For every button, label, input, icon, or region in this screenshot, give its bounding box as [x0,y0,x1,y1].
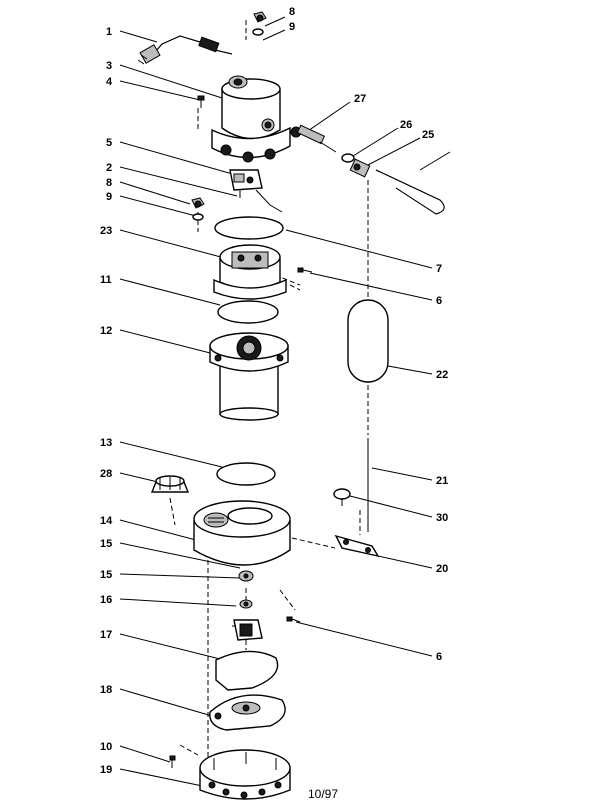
callout: 13 [100,437,112,449]
screw-and-washer-top [252,11,267,36]
power-cord [137,35,233,65]
callout: 28 [100,468,112,480]
callout: 12 [100,325,112,337]
gasket-upper [214,216,284,240]
gasket-motor [217,300,279,324]
float-bracket [334,534,380,558]
screw-and-washer-mid [191,197,205,221]
callout: 19 [100,764,112,776]
impeller [232,619,263,641]
screw-mid [297,267,313,273]
pressure-switch-fitting [290,124,337,153]
callout: 15 [100,538,112,550]
pump-body [193,500,291,566]
motor [209,332,289,421]
callout: 6 [436,651,442,663]
impeller-nut [238,570,254,582]
callout: 22 [436,369,448,381]
impeller-washer [239,599,253,609]
callout: 8 [106,177,112,189]
motor-cover [213,244,287,300]
switch-block [229,169,263,198]
plug [150,475,190,493]
screw-bottom [169,755,176,768]
callout: 26 [400,119,412,131]
callout: 8 [289,6,295,18]
callout: 15 [100,569,112,581]
callout: 5 [106,137,112,149]
callout: 21 [436,475,448,487]
callout: 30 [436,512,448,524]
callout: 20 [436,563,448,575]
callout: 27 [354,93,366,105]
volute-gasket [215,650,279,691]
callout: 2 [106,162,112,174]
callout: 17 [100,629,112,641]
fitting [349,158,371,178]
callout: 16 [100,594,112,606]
motor-housing [211,75,291,163]
lead-wire [255,189,283,213]
callout: 10 [100,741,112,753]
callout: 3 [106,60,112,72]
callout: 11 [100,274,112,286]
callout: 9 [106,191,112,203]
base-strainer [199,749,291,800]
callout: 4 [106,76,113,88]
callout: 18 [100,684,112,696]
leader-lines [119,16,433,791]
callout: 9 [289,21,295,33]
volute-plate [209,694,286,731]
o-ring [341,153,355,163]
float [347,299,389,383]
callout: 1 [106,26,112,38]
callout: 6 [436,295,442,307]
callout-labels: 1 3 4 8 9 27 26 25 5 2 8 9 23 7 6 11 12 … [100,6,448,776]
callout: 23 [100,225,112,237]
callout: 7 [436,263,442,275]
float-stop [333,488,351,506]
screw [197,95,205,108]
seal-ring [216,462,276,486]
date-code: 10/97 [308,787,338,801]
callout: 14 [100,515,113,527]
screw-lower [286,616,301,623]
callout: 25 [422,129,434,141]
hose [375,151,451,215]
